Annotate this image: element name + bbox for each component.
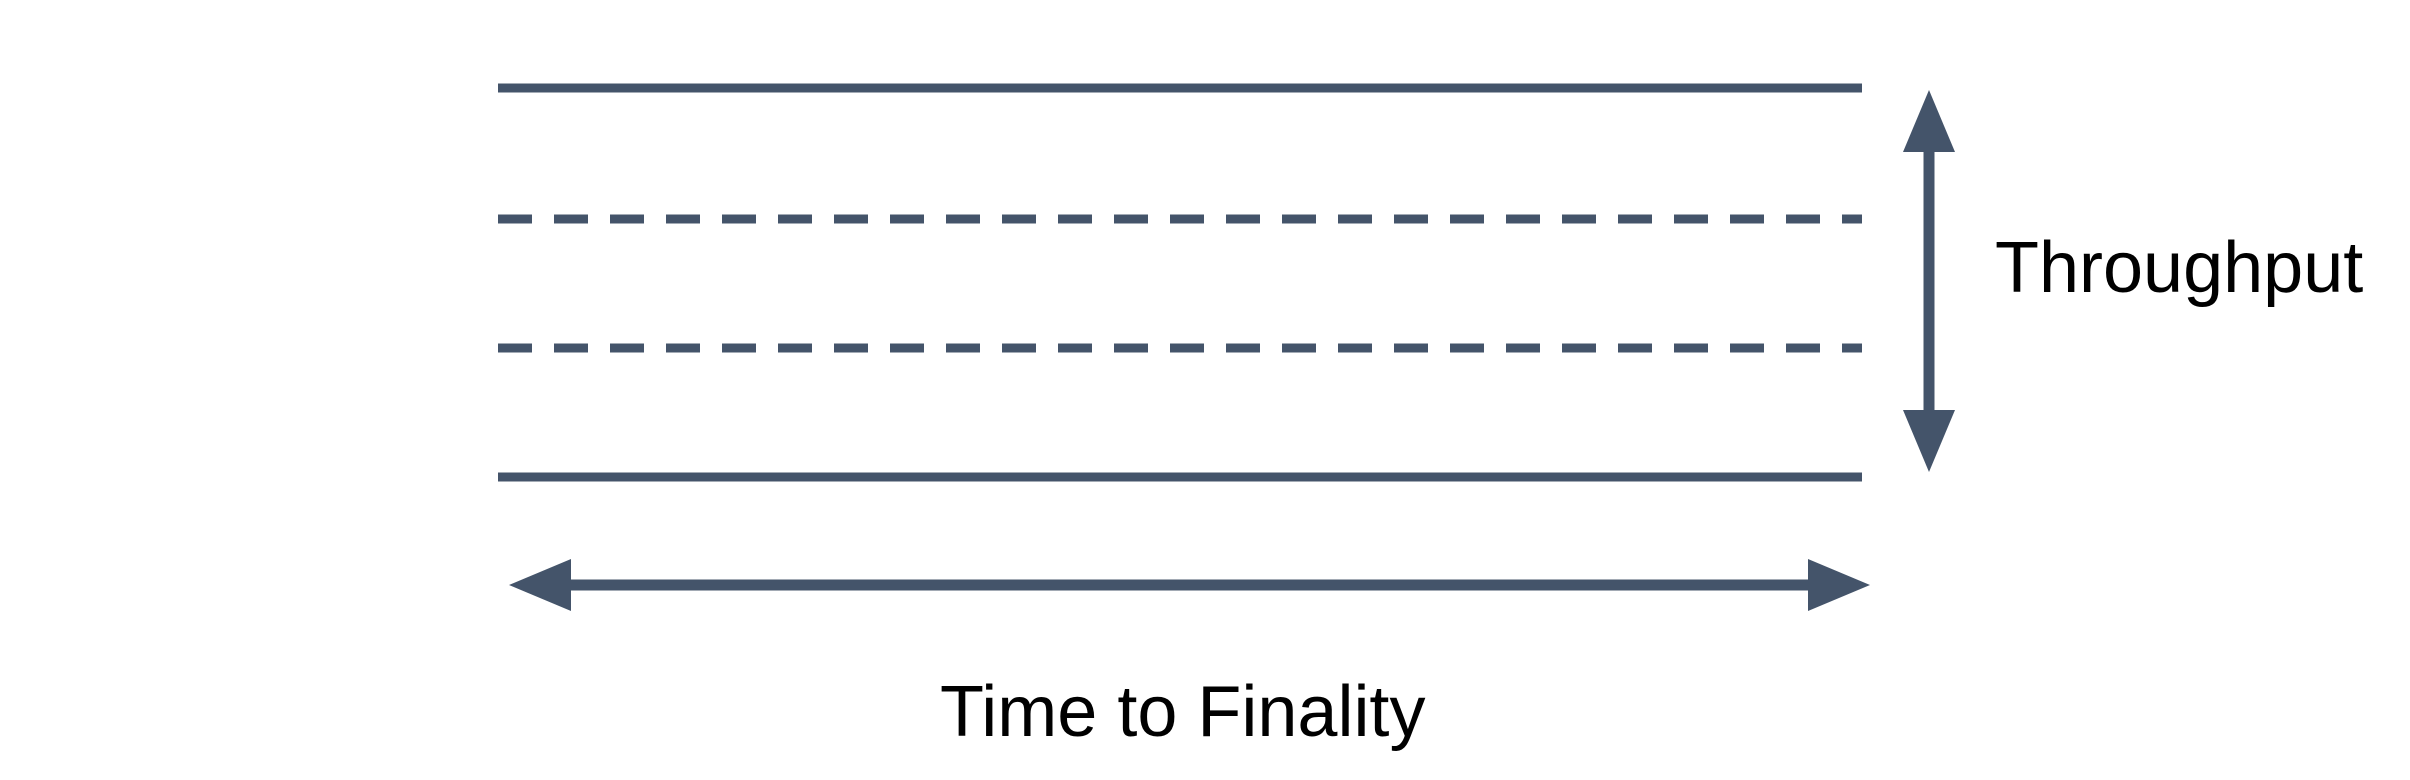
arrow-down-icon [1903,410,1955,472]
arrow-left-icon [509,559,571,611]
time-to-finality-axis-label: Time to Finality [940,672,1426,752]
throughput-arrow [1903,90,1955,472]
lane-group [498,83,1862,482]
time-to-finality-arrow [509,559,1870,611]
arrow-right-icon [1808,559,1870,611]
throughput-axis-label: Throughput [1995,228,2364,308]
arrow-up-icon [1903,90,1955,152]
